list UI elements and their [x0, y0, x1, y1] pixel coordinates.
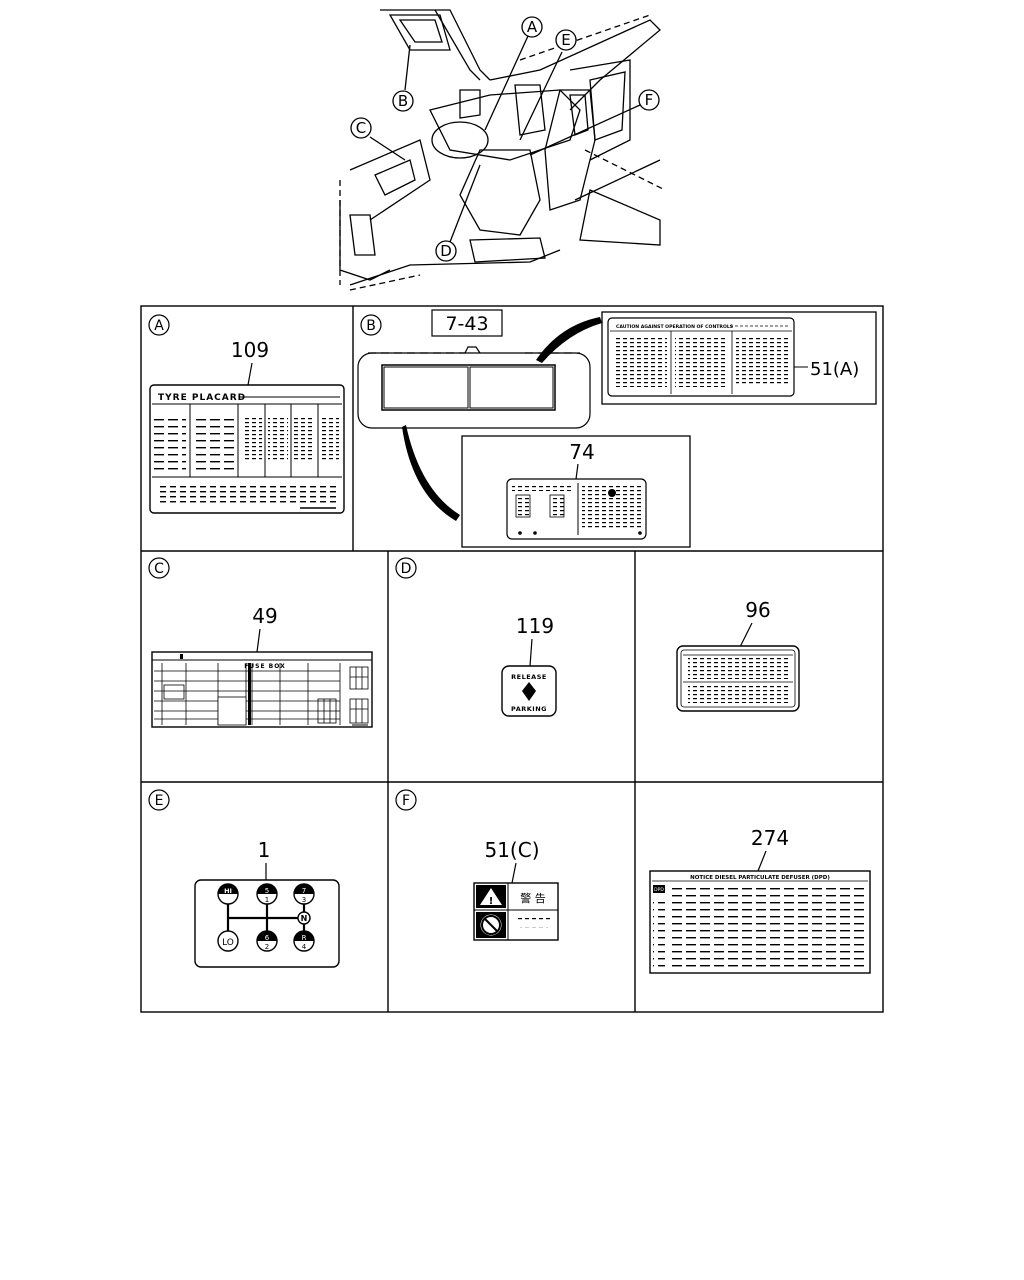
seat-operation-label — [506, 478, 647, 540]
warning-kanji: 警 告 — [520, 891, 546, 905]
switch-panel-housing — [357, 352, 591, 429]
leader-c — [369, 136, 406, 161]
leader-f — [529, 104, 641, 156]
gear-5: 5 — [265, 887, 269, 895]
caution-controls-title: CAUTION AGAINST OPERATION OF CONTROLS — [616, 324, 733, 330]
cab-interior-illustration: A B C D E F — [339, 9, 666, 291]
part-number-96: 96 — [745, 598, 770, 622]
gear-hi: HI — [224, 887, 232, 895]
caution-controls-label: CAUTION AGAINST OPERATION OF CONTROLS — [607, 317, 795, 397]
part-number-119: 119 — [516, 614, 554, 638]
panel-c-letter: C — [154, 561, 164, 577]
part-number-51c: 51(C) — [484, 838, 539, 862]
steering-wheel — [431, 121, 489, 159]
gear-n: N — [301, 914, 308, 923]
driver-seat — [459, 149, 541, 236]
panel-e-letter: E — [155, 793, 164, 809]
label-grid: A 109 TYRE PLACARD B 7-43 — [140, 305, 884, 1013]
left-pillar — [434, 9, 481, 81]
panel-c: C 49 FUSE BOX — [148, 557, 373, 728]
callout-a: A — [527, 18, 538, 36]
tyre-placard-label: TYRE PLACARD — [149, 384, 345, 514]
warning-triangle-icon — [480, 888, 502, 905]
fuse-box-label: FUSE BOX — [151, 651, 373, 728]
part-number-109: 109 — [231, 338, 269, 362]
part-number-51a: 51(A) — [810, 359, 859, 380]
callout-c: C — [356, 119, 366, 137]
panel-f: F 51(C) ! 警 告 — [395, 789, 559, 941]
gear-r: R — [302, 934, 307, 942]
gear-2: 2 — [265, 943, 269, 951]
seat-figure-1 — [515, 494, 531, 518]
sun-visor — [388, 14, 451, 51]
part-number-49: 49 — [252, 604, 277, 628]
callout-box-51a — [601, 311, 877, 405]
leader-e — [519, 51, 563, 141]
panel-e: E 1 HI LO 5 1 7 — [148, 789, 340, 968]
panel-b: B 7-43 CAUTION AGAINST OPERATION OF CONT… — [357, 309, 877, 548]
gear-1: 1 — [265, 896, 269, 904]
shift-pattern-label: HI LO 5 1 7 3 N 6 2 R 4 — [194, 879, 340, 968]
gear-lo: LO — [222, 938, 234, 948]
leader-a — [484, 35, 529, 131]
fuse-box-title: FUSE BOX — [244, 663, 286, 670]
callout-box-74 — [461, 435, 691, 548]
dashed-roof-line — [519, 14, 651, 61]
leader-d — [449, 164, 481, 243]
seat-figure-2 — [549, 494, 565, 518]
warning-label-51c: ! 警 告 — [473, 882, 559, 941]
panel-d: D 119 RELEASE PARKING — [395, 557, 557, 717]
callout-e: E — [561, 31, 570, 49]
arrow-to-51a — [536, 317, 602, 363]
callout-d: D — [440, 242, 452, 260]
panel-96: 96 — [676, 598, 800, 712]
dpd-notice-label: NOTICE DIESEL PARTICULATE DEFUSER (DPD) … — [649, 870, 871, 974]
parking-release-top: RELEASE — [511, 673, 547, 681]
gear-7: 7 — [302, 887, 306, 895]
callout-b: B — [398, 92, 408, 110]
dpd-notice-title: NOTICE DIESEL PARTICULATE DEFUSER (DPD) — [690, 875, 830, 881]
gear-3: 3 — [302, 896, 306, 904]
part-number-1: 1 — [258, 838, 271, 862]
callout-f: F — [645, 91, 654, 109]
switch-panel — [381, 364, 556, 411]
panel-274: 274 NOTICE DIESEL PARTICULATE DEFUSER (D… — [649, 826, 871, 974]
panel-a-letter: A — [154, 318, 164, 334]
panel-a: A 109 TYRE PLACARD — [148, 314, 345, 514]
svg-text:!: ! — [489, 896, 494, 907]
roof-outline — [380, 9, 491, 81]
info-label-96 — [676, 645, 800, 712]
passenger-seat — [544, 89, 596, 211]
tyre-placard-title: TYRE PLACARD — [158, 393, 246, 403]
arrow-to-74 — [402, 425, 460, 521]
panel-d-letter: D — [401, 561, 412, 577]
parking-release-label: RELEASE PARKING — [501, 665, 557, 717]
parking-release-bottom: PARKING — [511, 705, 547, 713]
leader-b — [404, 44, 411, 91]
reference-7-43: 7-43 — [445, 313, 488, 335]
panel-f-letter: F — [402, 793, 410, 809]
part-number-74: 74 — [569, 440, 594, 464]
panel-b-letter: B — [366, 318, 376, 334]
left-door-panel — [349, 139, 431, 221]
part-number-274: 274 — [751, 826, 789, 850]
diamond-arrow-icon — [522, 682, 536, 701]
right-door — [569, 59, 631, 161]
dpd-badge: DPD — [654, 887, 664, 893]
gear-4: 4 — [302, 943, 307, 951]
gear-6: 6 — [265, 934, 270, 942]
windshield-frame — [489, 19, 661, 111]
